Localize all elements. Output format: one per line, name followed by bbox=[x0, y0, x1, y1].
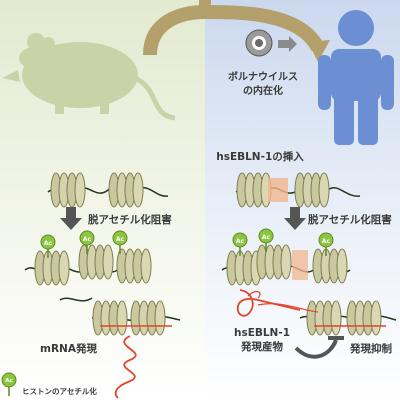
arc-stem bbox=[199, 0, 211, 14]
svg-text:Ac: Ac bbox=[44, 240, 53, 247]
suppression-bar-icon bbox=[328, 336, 344, 340]
acetyl-mark: Ac bbox=[318, 232, 334, 257]
acetyl-mark: Ac bbox=[232, 232, 248, 257]
deacetylation-label-left: 脱アセチル化阻害 bbox=[88, 213, 172, 226]
deacetylation-arrow-right bbox=[284, 207, 306, 230]
insertion-label: hsEBLN-1の挿入 bbox=[216, 150, 304, 163]
product-label-line1: hsEBLN-1 bbox=[234, 327, 290, 339]
virus-icon bbox=[245, 29, 273, 57]
mouse-icon bbox=[2, 33, 176, 121]
arc-arrowhead bbox=[308, 40, 330, 62]
product-label-line2: 発現産物 bbox=[240, 340, 283, 353]
human-icon bbox=[318, 10, 394, 145]
chromatin-right-top bbox=[235, 172, 361, 208]
virus-arrow-icon bbox=[278, 36, 297, 52]
ebln1-product-tail bbox=[257, 303, 319, 313]
chromatin-left-bottom bbox=[59, 297, 181, 336]
ebln1-insert bbox=[268, 178, 288, 202]
svg-text:Ac: Ac bbox=[83, 236, 92, 243]
svg-text:Ac: Ac bbox=[116, 236, 125, 243]
chromatin-right-acetylated bbox=[221, 244, 351, 286]
ebln1-product-loop bbox=[247, 290, 261, 299]
ebln1-product-strand bbox=[236, 289, 301, 317]
deacetylation-arrow-left bbox=[60, 207, 82, 230]
svg-text:Ac: Ac bbox=[5, 378, 13, 384]
ebln1-insert bbox=[292, 250, 308, 280]
svg-text:Ac: Ac bbox=[236, 238, 245, 245]
acetyl-mark: Ac bbox=[112, 230, 128, 255]
deacetylation-label-right: 脱アセチル化阻害 bbox=[308, 213, 392, 226]
chromatin-right-bottom bbox=[299, 300, 397, 336]
suppression-label: 発現抑制 bbox=[349, 342, 392, 355]
svg-text:Ac: Ac bbox=[322, 238, 331, 245]
svg-text:Ac: Ac bbox=[262, 234, 271, 241]
suppression-arrow bbox=[294, 339, 338, 359]
acetyl-mark: Ac bbox=[40, 234, 56, 259]
mrna-expression-label: mRNA発現 bbox=[40, 342, 97, 355]
virus-integration-label-line2: の内在化 bbox=[243, 84, 283, 97]
mrna-strand bbox=[114, 335, 137, 399]
acetyl-mark: Ac bbox=[79, 230, 95, 255]
chromatin-left-acetylated bbox=[24, 244, 152, 286]
legend-label: ヒストンのアセチル化 bbox=[22, 386, 97, 396]
acetyl-mark: Ac bbox=[258, 228, 274, 253]
chromatin-left-top bbox=[47, 172, 169, 208]
virus-integration-label-line1: ボルナウイルス bbox=[228, 70, 298, 83]
legend-acetyl-icon: Ac bbox=[1, 372, 17, 397]
